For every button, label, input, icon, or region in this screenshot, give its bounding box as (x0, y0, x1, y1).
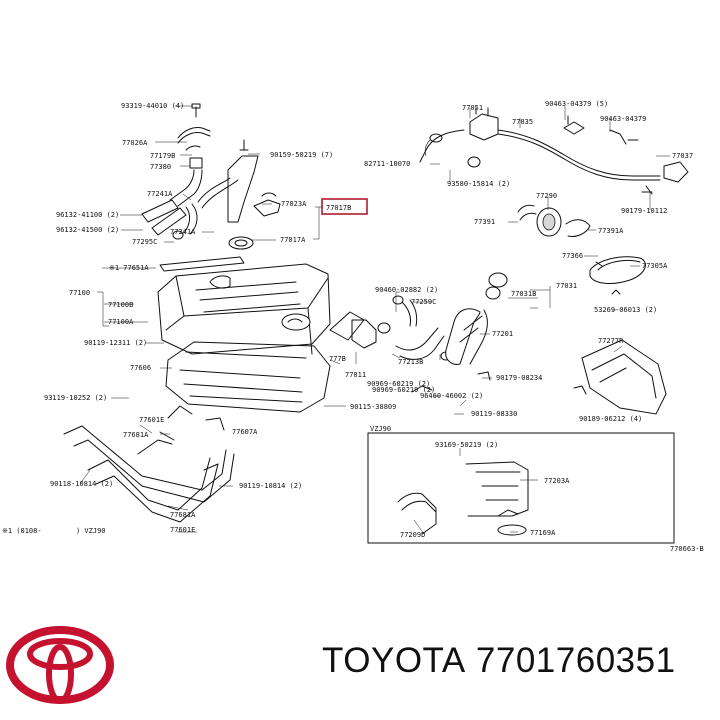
label-77366: 77366 (562, 252, 583, 260)
label-93169-50219: 93169-50219 (2) (435, 441, 498, 449)
label-77017A: 77017A (280, 236, 306, 244)
label-90159-50219: 90159-50219 (7) (270, 151, 333, 159)
label-90969-60219-lower: 90969-60219 (2) (372, 386, 435, 394)
vzj90-inset (367, 432, 675, 544)
lid-opener-cable (419, 107, 689, 195)
label-93580-15814: 93580-15814 (2) (447, 180, 510, 188)
label-53269-06013: 53269-06013 (2) (594, 306, 657, 314)
label-77179B: 77179B (150, 152, 175, 160)
label-96460-46002: 96460-46002 (2) (420, 392, 483, 400)
label-96132-41500: 96132-41500 (2) (56, 226, 119, 234)
label-77380: 77380 (150, 163, 171, 171)
product-caption: TOYOTA 7701760351 (322, 636, 714, 686)
label-77017B: 77017B (326, 204, 351, 212)
label-77213B: 77213B (398, 358, 423, 366)
label-77203A: 77203A (544, 477, 570, 485)
label-90179-08234: 90179-08234 (496, 374, 542, 382)
part-number: 7701760351 (475, 641, 676, 680)
label-90115-38809: 90115-38809 (350, 403, 396, 411)
label-93319-44010: 93319-44010 (4) (121, 102, 184, 110)
label-77100B: 77100B (108, 301, 133, 309)
tank-straps (63, 405, 235, 523)
filler-housing (573, 339, 667, 415)
label-90969-60219-center: 90969-60219 (2) (367, 380, 430, 388)
label-footnote-date: ※1 (0108- (2, 527, 42, 535)
label-77601E-top: 77601E (139, 416, 164, 424)
label-77290: 77290 (536, 192, 557, 200)
label-90189-06212: 90189-06212 (4) (579, 415, 642, 423)
label-77277R: 77277R (598, 337, 624, 345)
label-diagram-code: 770663-B (670, 545, 704, 553)
label-77169A: 77169A (530, 529, 556, 537)
brand-name: TOYOTA (322, 641, 466, 680)
label-90460-02882: 90460-02882 (2) (375, 286, 438, 294)
label-77100: 77100 (69, 289, 90, 297)
filler-neck-assembly (141, 103, 281, 250)
part-labels: 93319-44010 (4) 77026A 77179B 77380 9015… (2, 100, 704, 553)
label-77209D: 77209D (400, 531, 425, 539)
label-77601E-bottom: 77601E (170, 526, 195, 534)
label-77100A: 77100A (108, 318, 134, 326)
label-77391A: 77391A (598, 227, 624, 235)
fuel-tank (157, 256, 331, 355)
label-77037: 77037 (672, 152, 693, 160)
label-77051: 77051 (462, 104, 483, 112)
tank-protector (165, 341, 331, 413)
label-90119-12311: 90119-12311 (2) (84, 339, 147, 347)
highlight-box-77017b (321, 198, 368, 215)
filler-lid-parts (517, 204, 646, 295)
label-VZJ90-box: VZJ90 (370, 425, 391, 433)
label-82711-10070: 82711-10070 (364, 160, 410, 168)
label-footnote-model: ) VZJ90 (76, 527, 106, 535)
label-90463-04379: 90463-04379 (600, 115, 646, 123)
label-96132-41100: 96132-41100 (2) (56, 211, 119, 219)
label-90179-10112: 90179-10112 (621, 207, 667, 215)
label-77607A: 77607A (232, 428, 258, 436)
label-77026A: 77026A (122, 139, 148, 147)
label-90119-10814: 90119-10814 (2) (239, 482, 302, 490)
toyota-logo-icon (6, 626, 114, 704)
label-77651A: ※1 77651A (109, 264, 149, 272)
label-77241A-bottom: 77241A (170, 228, 196, 236)
label-77681A-bottom: 77681A (170, 511, 196, 519)
label-77031B: 77031B (511, 290, 536, 298)
label-77391: 77391 (474, 218, 495, 226)
label-77031: 77031 (556, 282, 577, 290)
label-90463-04379-5: 90463-04379 (5) (545, 100, 608, 108)
label-90119-08330: 90119-08330 (471, 410, 517, 418)
label-77295C: 77295C (132, 238, 157, 246)
label-93119-10252: 93119-10252 (2) (44, 394, 107, 402)
label-77259C: 77259C (411, 298, 436, 306)
leader-lines (79, 105, 670, 535)
label-77606: 77606 (130, 364, 151, 372)
label-77305A: 77305A (642, 262, 668, 270)
label-90118-10814: 90118-10814 (2) (50, 480, 113, 488)
filler-pipe (445, 272, 508, 381)
label-777B: 777B (329, 355, 346, 363)
label-77201: 77201 (492, 330, 513, 338)
label-77241A-top: 77241A (147, 190, 173, 198)
label-77681A-top: 77681A (123, 431, 149, 439)
label-77023A: 77023A (281, 200, 307, 208)
label-77011: 77011 (345, 371, 366, 379)
label-77035: 77035 (512, 118, 533, 126)
